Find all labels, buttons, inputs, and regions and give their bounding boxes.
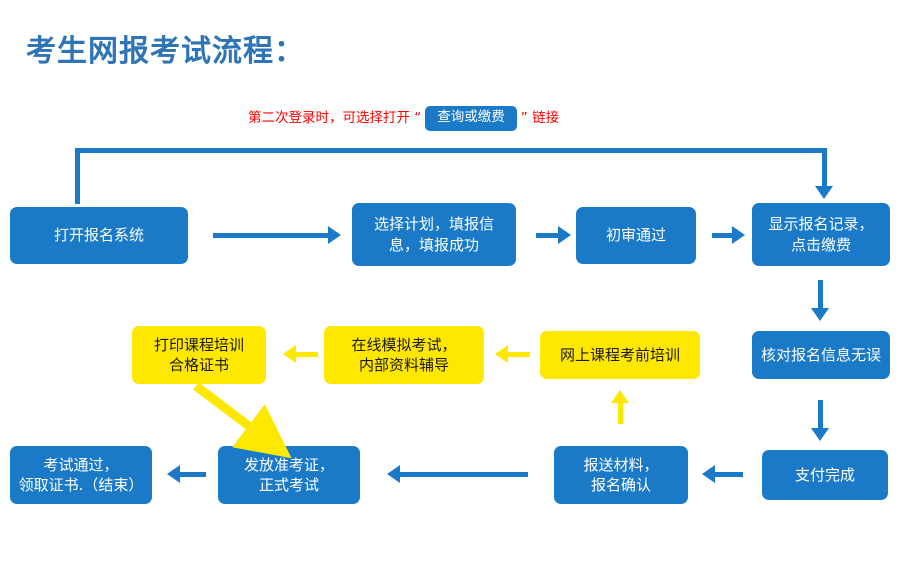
query-or-pay-badge[interactable]: 查询或缴费	[425, 106, 517, 131]
edge-n12-n11-line	[715, 472, 743, 477]
edge-n1-n2-line	[213, 233, 328, 238]
node-select-plan-fill-info[interactable]: 选择计划，填报信息，填报成功	[352, 203, 516, 266]
edge-n2-n3-line	[536, 233, 558, 238]
edge-n3-n4-arrowhead	[732, 226, 745, 244]
edge-n8-n12-line	[818, 400, 823, 428]
annotation-prefix: 第二次登录时，可选择打开 “	[248, 110, 422, 126]
edge-loop-left-vline	[75, 148, 80, 204]
node-submit-materials-confirm[interactable]: 报送材料，报名确认	[554, 446, 688, 504]
page-title: 考生网报考试流程：	[26, 34, 305, 69]
edge-n6-n5-arrowhead	[283, 345, 296, 363]
node-issue-admission-ticket[interactable]: 发放准考证，正式考试	[218, 446, 360, 504]
annotation-suffix: ” 链接	[520, 110, 560, 126]
edge-n11-n7-line	[618, 400, 623, 424]
node-online-pre-exam-training[interactable]: 网上课程考前培训	[540, 331, 700, 379]
edge-n12-n11-arrowhead	[702, 465, 715, 483]
edge-loop-top-hline	[75, 148, 827, 153]
edge-n1-n2-arrowhead	[328, 226, 341, 244]
edge-n4-n8-line	[818, 280, 823, 308]
node-payment-complete[interactable]: 支付完成	[762, 450, 888, 500]
node-print-training-certificate[interactable]: 打印课程培训合格证书	[132, 326, 266, 384]
edge-loop-arrowhead	[815, 186, 833, 199]
node-show-record-click-pay[interactable]: 显示报名记录，点击缴费	[752, 203, 890, 266]
annotation-note: 第二次登录时，可选择打开 “ 查询或缴费 ” 链接	[248, 106, 559, 131]
edge-n7-n6-arrowhead	[495, 345, 508, 363]
node-initial-review-passed[interactable]: 初审通过	[576, 207, 696, 264]
edge-n11-n7-arrowhead	[611, 390, 629, 403]
edge-n3-n4-line	[712, 233, 732, 238]
node-open-registration-system[interactable]: 打开报名系统	[10, 207, 188, 264]
node-online-mock-exam[interactable]: 在线模拟考试，内部资料辅导	[324, 326, 484, 384]
edge-n6-n5-line	[296, 352, 318, 357]
edge-n2-n3-arrowhead	[558, 226, 571, 244]
node-verify-registration-info[interactable]: 核对报名信息无误	[752, 331, 890, 379]
node-exam-passed-get-certificate[interactable]: 考试通过，领取证书.（结束）	[10, 446, 152, 504]
edge-loop-right-vline	[822, 148, 827, 186]
edge-n11-n10-arrowhead	[387, 465, 400, 483]
edge-n8-n12-arrowhead	[811, 428, 829, 441]
edge-n7-n6-line	[508, 352, 530, 357]
edge-n10-n9-arrowhead	[167, 465, 180, 483]
edge-n10-n9-line	[180, 472, 206, 477]
edge-n4-n8-arrowhead	[811, 308, 829, 321]
edge-n11-n10-line	[400, 472, 528, 477]
